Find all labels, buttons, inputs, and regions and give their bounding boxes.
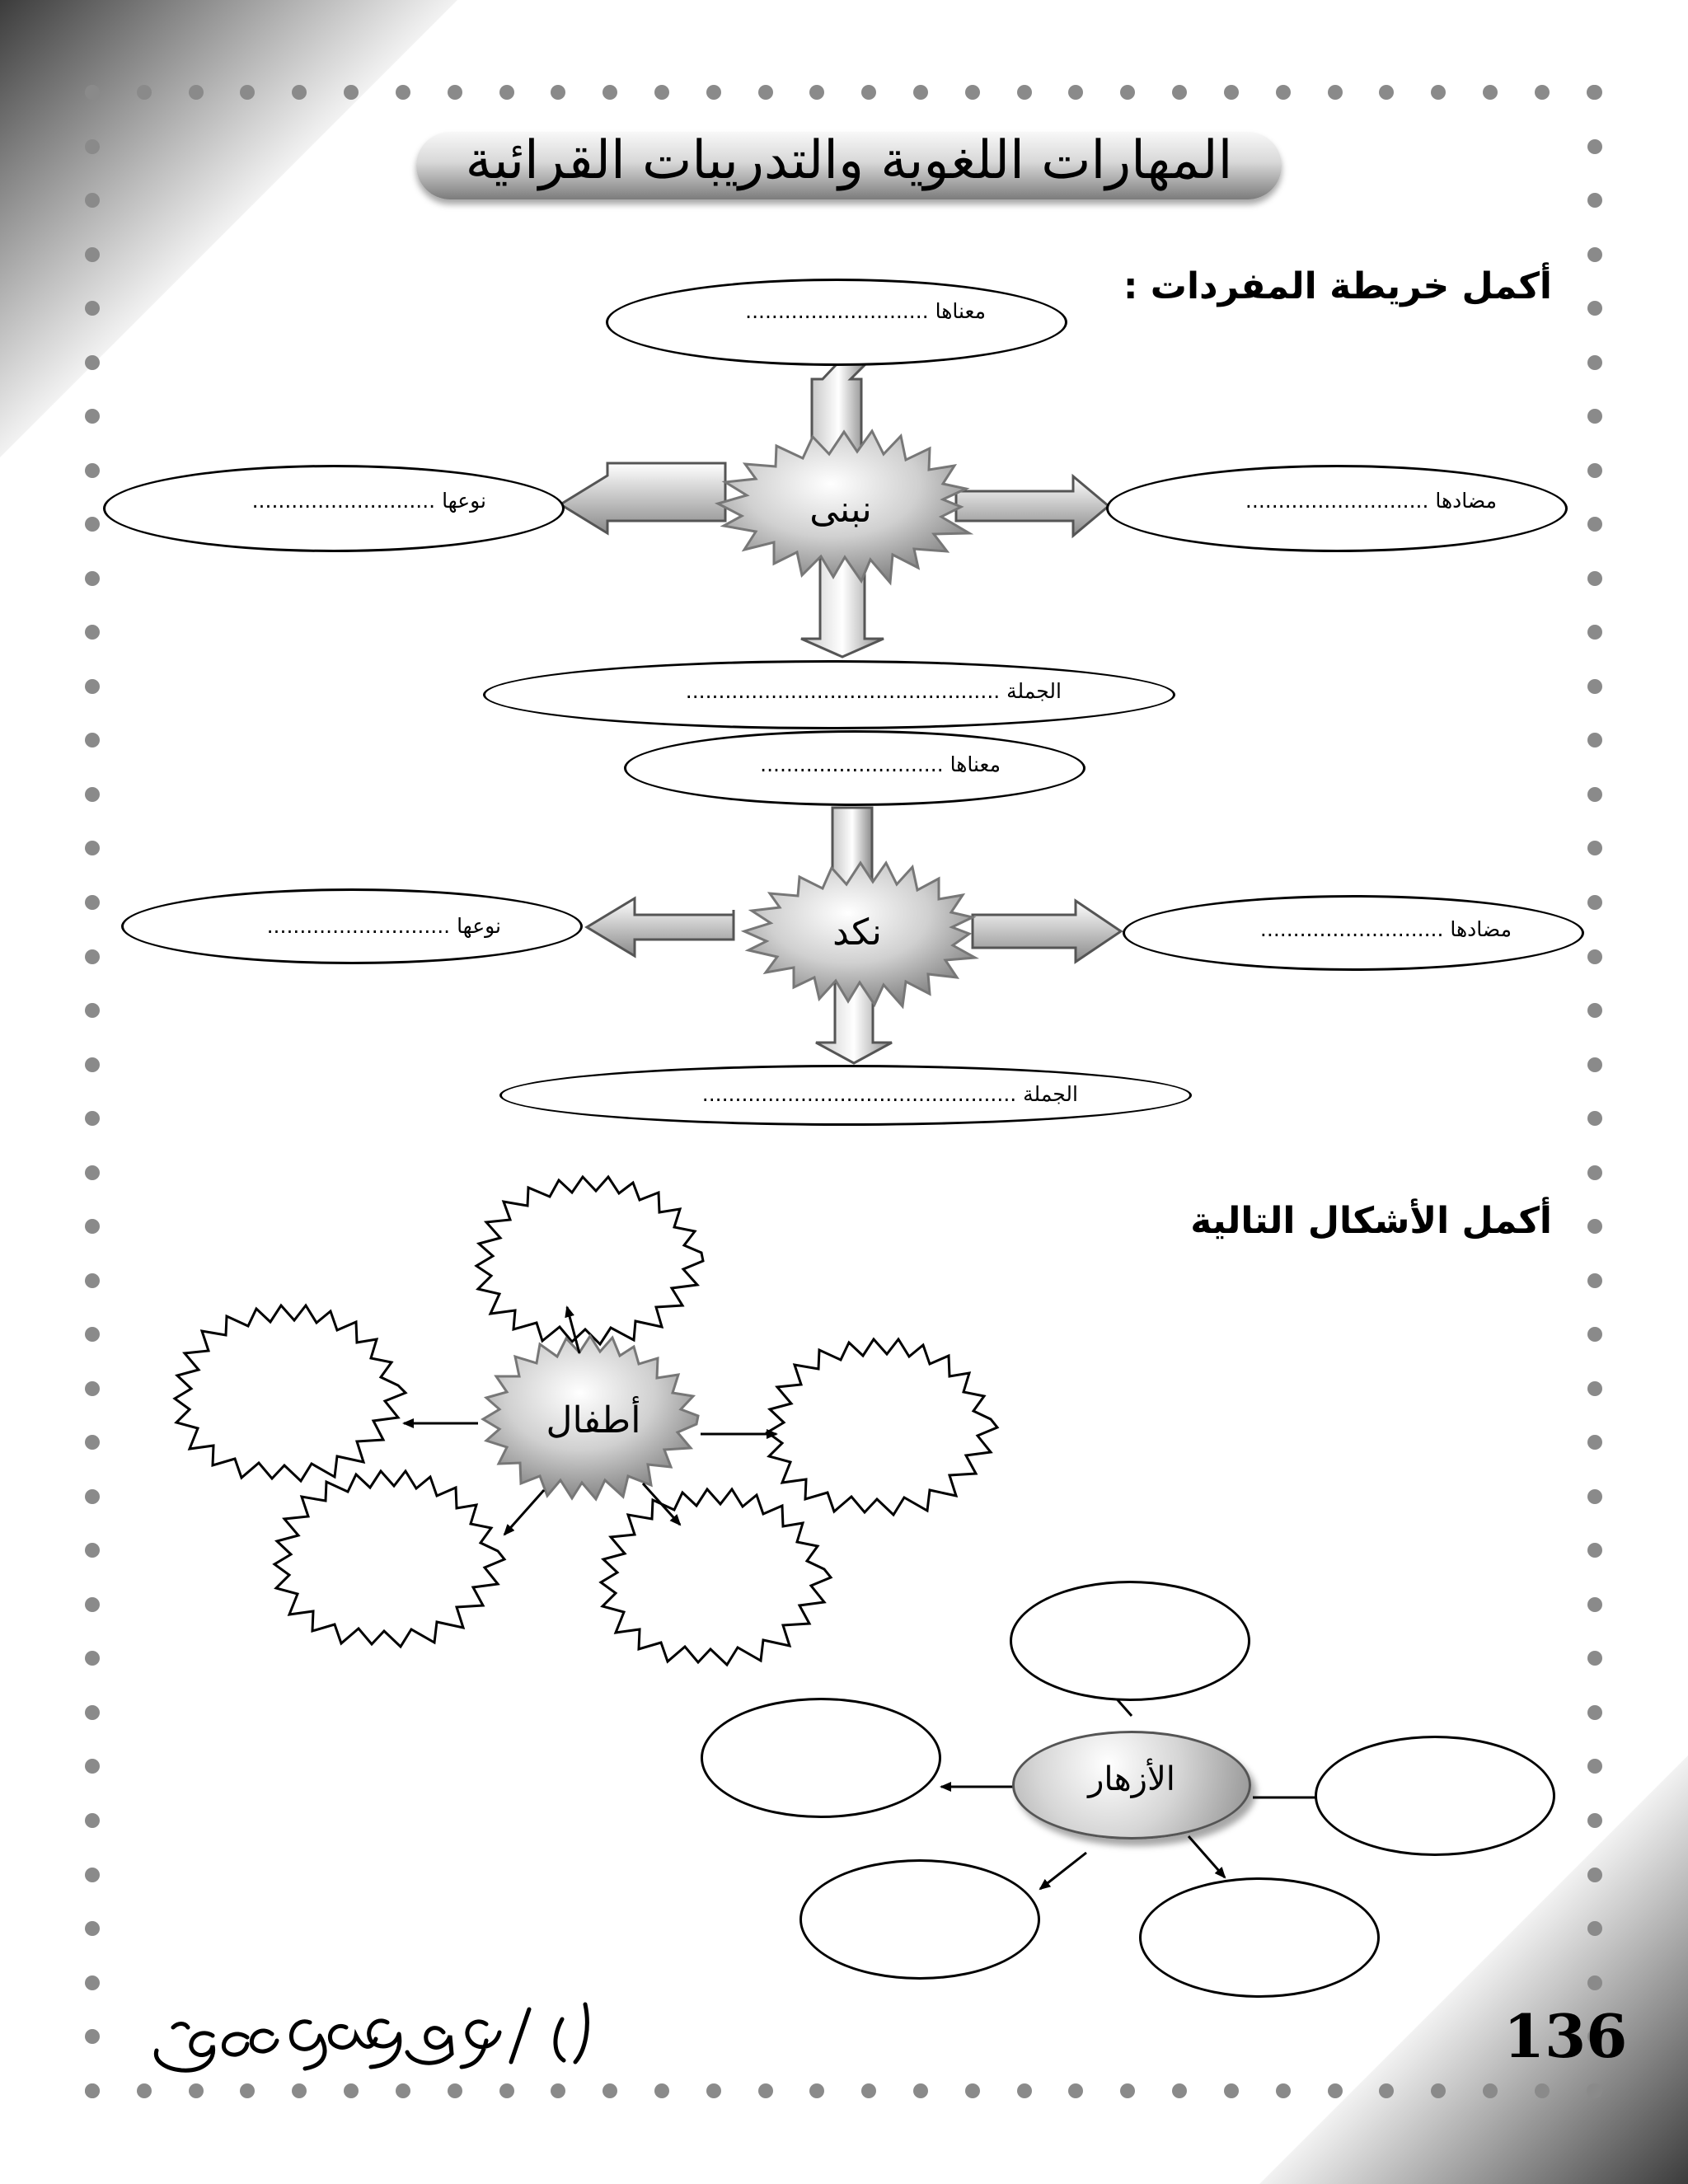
arrow-to-bottom-right-star xyxy=(641,1482,682,1526)
map1-sentence-field[interactable] xyxy=(483,660,1175,729)
map1-arrow-right xyxy=(954,473,1111,539)
oval-map-bottom-left-oval[interactable] xyxy=(799,1859,1040,1980)
right-dotted-border xyxy=(1587,85,1602,2098)
map2-antonym-field[interactable] xyxy=(1123,895,1584,971)
map1-sentence-label: الجملة .................................… xyxy=(685,679,1062,703)
bottom-right-corner-decoration xyxy=(1259,1755,1688,2184)
map1-arrow-left xyxy=(558,462,727,536)
map1-type-field[interactable] xyxy=(103,465,565,552)
map2-type-field[interactable] xyxy=(121,888,583,964)
oval-map-center-word: الأزهار xyxy=(1088,1760,1175,1798)
signature-drawing xyxy=(153,2002,589,2073)
map2-arrow-left xyxy=(584,896,735,958)
section1-heading: أكمل خريطة المفردات : xyxy=(1123,265,1552,307)
map1-antonym-field[interactable] xyxy=(1106,465,1568,552)
arrow-to-bottom-right-oval xyxy=(1187,1835,1226,1879)
bottom-dotted-border xyxy=(85,2083,1601,2098)
map1-meaning-label: معناها ............................ xyxy=(745,299,986,323)
empty-star-left xyxy=(172,1303,408,1483)
map2-sentence-field[interactable] xyxy=(499,1065,1192,1126)
empty-star-top xyxy=(474,1174,705,1347)
arrow-to-bottom-left-star xyxy=(503,1489,546,1536)
oval-map-right-oval[interactable] xyxy=(1315,1736,1555,1856)
star-map-center-star xyxy=(481,1333,700,1502)
map1-type-label: نوعها ............................ xyxy=(251,489,486,513)
top-left-corner-decoration xyxy=(0,0,457,457)
map1-center-star xyxy=(714,429,974,586)
map2-meaning-field[interactable] xyxy=(624,730,1085,806)
map2-arrow-right xyxy=(971,898,1123,964)
arrow-to-top-star xyxy=(565,1305,581,1354)
oval-map-center-oval xyxy=(1012,1731,1251,1840)
map2-sentence-label: الجملة .................................… xyxy=(701,1082,1078,1106)
top-dotted-border xyxy=(85,85,1601,100)
empty-star-bottom-left xyxy=(272,1469,507,1649)
title-banner xyxy=(416,132,1282,199)
page-title: المهارات اللغوية والتدريبات القرائية xyxy=(465,130,1233,191)
map2-meaning-label: معناها ............................ xyxy=(760,752,1001,776)
map2-center-word: نكد xyxy=(832,912,882,954)
map1-antonym-label: مضادها ............................ xyxy=(1245,489,1497,513)
map1-meaning-field[interactable] xyxy=(606,279,1067,366)
page-number: 136 xyxy=(1503,2001,1628,2071)
left-dotted-border xyxy=(85,85,100,2098)
oval-map-bottom-right-oval[interactable] xyxy=(1139,1877,1380,1998)
star-map-center-word: أطفال xyxy=(546,1399,641,1441)
author-signature xyxy=(124,1986,610,2077)
empty-star-right xyxy=(765,1337,1000,1517)
oval-map-top-oval[interactable] xyxy=(1010,1581,1250,1701)
star-map xyxy=(172,1174,1000,1667)
map2-antonym-label: مضادها ............................ xyxy=(1259,917,1512,941)
map1-center-word: نبنى xyxy=(809,489,872,531)
empty-star-bottom-right xyxy=(598,1487,833,1667)
section2-heading: أكمل الأشكال التالية xyxy=(1190,1200,1552,1242)
map2-center-star xyxy=(740,860,980,1010)
arrow-to-bottom-left-oval xyxy=(1039,1851,1087,1891)
oval-map-left-oval[interactable] xyxy=(701,1698,941,1818)
map2-type-label: نوعها ............................ xyxy=(266,914,501,938)
